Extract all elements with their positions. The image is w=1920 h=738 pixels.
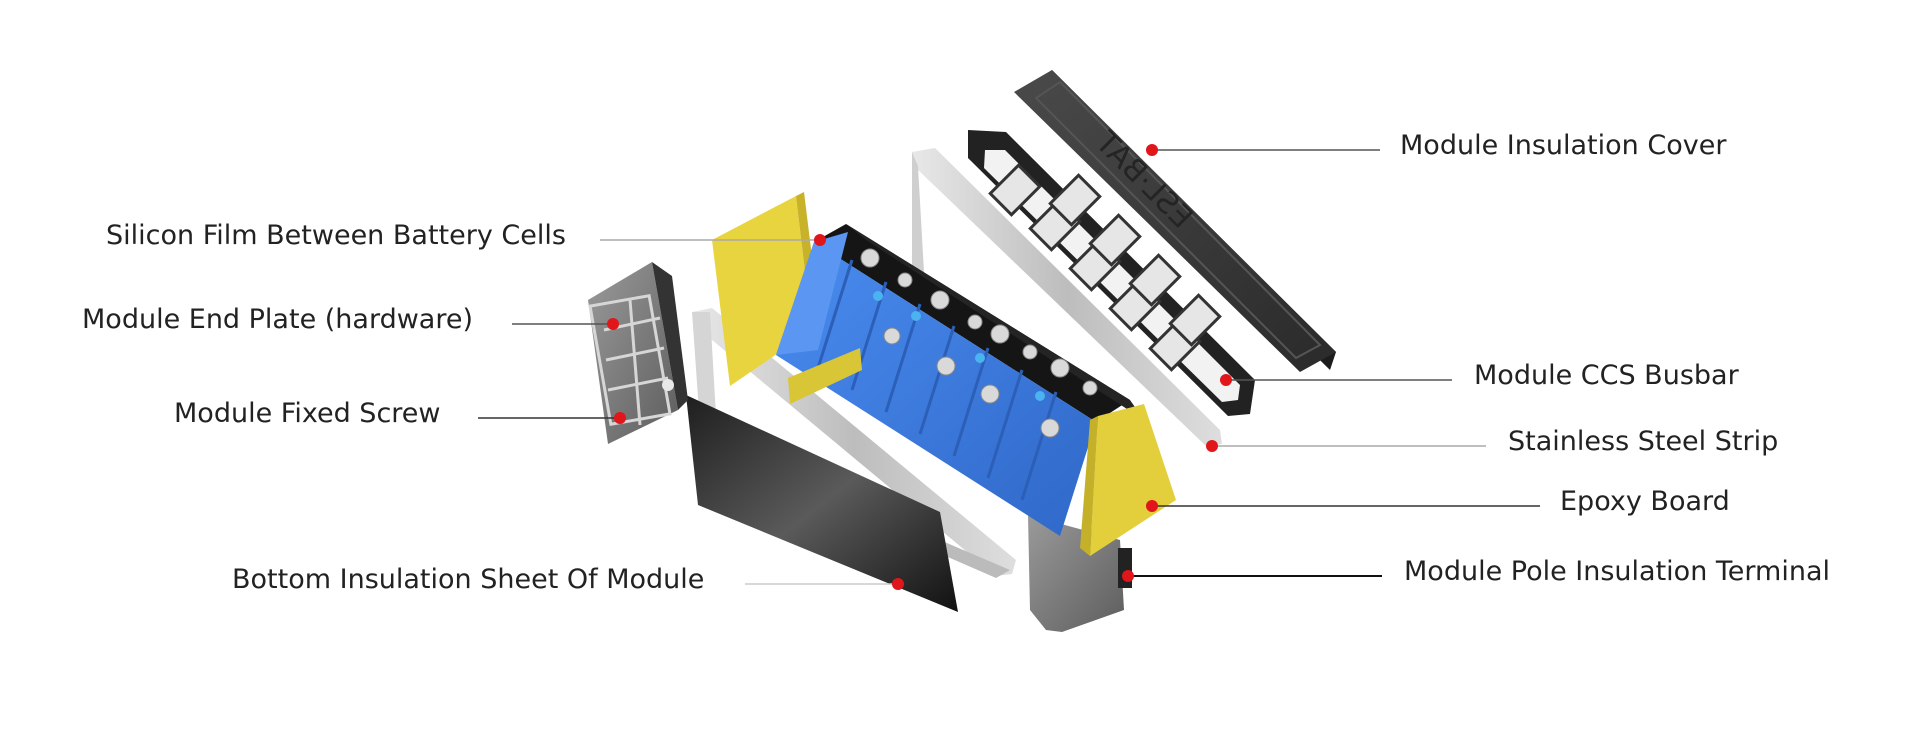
label-epoxy-board: Epoxy Board xyxy=(1560,486,1730,517)
label-silicon-film: Silicon Film Between Battery Cells xyxy=(106,220,566,251)
dot-steel-strip xyxy=(1206,440,1218,452)
label-pole-terminal: Module Pole Insulation Terminal xyxy=(1404,556,1831,587)
label-ccs-busbar: Module CCS Busbar xyxy=(1474,360,1739,391)
end-plate-shape xyxy=(588,262,688,444)
marker-dots xyxy=(607,144,1232,590)
dot-bottom-sheet xyxy=(892,578,904,590)
label-steel-strip: Stainless Steel Strip xyxy=(1508,426,1779,457)
dot-end-plate xyxy=(607,318,619,330)
dot-ccs-busbar xyxy=(1220,374,1232,386)
dot-epoxy-board xyxy=(1146,500,1158,512)
epoxy-board-shape xyxy=(1080,404,1176,556)
label-fixed-screw: Module Fixed Screw xyxy=(174,398,441,429)
leader-lines xyxy=(478,149,1540,585)
ccs-busbar-shape xyxy=(968,130,1255,416)
battery-cells-shape xyxy=(776,224,1144,536)
label-bottom-sheet: Bottom Insulation Sheet Of Module xyxy=(232,564,705,595)
dot-silicon-film xyxy=(814,234,826,246)
label-insulation-cover: Module Insulation Cover xyxy=(1400,130,1727,161)
steel-strip-shape xyxy=(912,148,1222,446)
dot-insulation-cover xyxy=(1146,144,1158,156)
dot-fixed-screw xyxy=(614,412,626,424)
bottom-insulation-sheet-shape xyxy=(686,395,958,612)
label-end-plate: Module End Plate (hardware) xyxy=(82,304,473,335)
dot-pole-terminal xyxy=(1122,570,1134,582)
